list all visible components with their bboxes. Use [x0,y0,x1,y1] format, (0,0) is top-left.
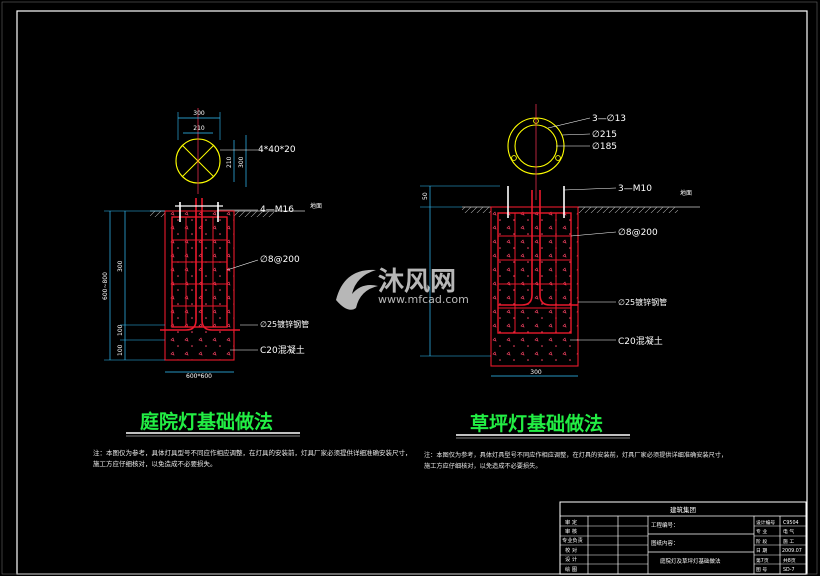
dim-base-width-right: 300 [530,369,542,376]
label-ground: 地面 [310,202,322,210]
label-rebar: ∅8@200 [260,255,300,265]
leader [547,117,591,129]
tb-left-row: 审 核 [565,527,577,535]
tb-left-row: 校 对 [565,546,577,554]
tb-right-key: 专 业 [756,528,767,535]
dim-base-width: 600*600 [186,373,212,380]
courtyard-title: 庭院灯基础做法 [140,410,273,433]
logo-icon [336,269,378,310]
lawn-lamp-detail: 3—∅13 ∅215 ∅185 50 300 3— [420,104,727,470]
label-rebar-right: ∅8@200 [618,228,658,238]
dim-lower: 100 [117,324,124,336]
label-bolt: 4—M16 [260,205,294,215]
dim-top: 50 [422,192,429,200]
courtyard-lamp-detail: 300 210 210 300 4*40*20 [93,108,412,468]
ground-hatch [234,211,274,217]
tb-right-key: 图 号 [756,567,767,573]
bolt-hole [555,155,561,161]
tb-left-row: 专业负责 [562,536,583,544]
leader [570,231,617,237]
tb-right-val: 共8页 [783,557,796,564]
tb-drawing-name: 庭院灯及草坪灯基础做法 [660,557,721,565]
watermark-url: www.mfcad.com [378,293,469,306]
tb-drawing-label: 图纸内容： [651,539,679,547]
label-ground-right: 地面 [680,189,692,197]
ground-hatch [462,207,491,213]
tb-right-key: 日 期 [756,548,767,554]
leader [561,133,591,136]
dim-inner-width: 210 [193,125,205,132]
conduit-pipe [498,190,533,306]
conduit-pipe [539,190,578,306]
conduit-pipe [201,198,240,331]
note-right-1: 注：本图仅为参考，具体灯具型号不同应作相应调整，在灯具的安装前，灯具厂家必须提供… [424,451,727,459]
tb-left-row: 绘 图 [565,565,577,573]
label-holes: 3—∅13 [592,114,626,124]
ground-hatch [150,211,165,217]
tb-project-label: 工程编号： [651,521,679,529]
label-d-outer: ∅215 [592,130,617,140]
label-d-inner: ∅185 [592,142,617,152]
watermark: 沐风网 www.mfcad.com [336,267,469,310]
dim-top-width: 300 [193,110,205,117]
conduit-pipe [160,198,197,331]
tb-right-val: SD-7 [783,567,795,573]
tb-right-val: C9504 [783,520,799,526]
note-left-2: 施工方应仔细核对，以免造成不必要损失。 [93,459,217,468]
tb-right-key: 设计编号 [756,519,775,526]
watermark-brand: 沐风网 [378,267,456,297]
dim-bottom: 100 [117,344,124,356]
dim-mid: 300 [117,260,124,272]
lawn-title: 草坪灯基础做法 [470,412,603,435]
note-left-1: 注：本图仅为参考，具体灯具型号不同应作相应调整，在灯具的安装前，灯具厂家必须提供… [93,448,412,457]
dim-side-b: 300 [238,156,245,168]
foundation-left [164,210,235,361]
label-pipe-right: ∅25镀锌钢管 [618,297,667,307]
tb-right-key: 阶 段 [756,538,767,545]
tb-right-key: 第7页 [756,557,769,564]
ground-hatch [578,207,678,213]
tb-right-val: 施 工 [783,538,794,545]
tb-left-row: 设 计 [565,555,577,563]
dim-height-total: 600~800 [102,272,109,300]
title-block: 建筑集团 工程编号： 图纸内容： 庭院灯及草坪灯基础做法 审 定 审 核 专业负… [559,501,807,575]
rebar-cage [497,212,572,334]
tb-company: 建筑集团 [670,505,696,514]
note-right-2: 施工方应仔细核对，以免造成不必要损失。 [424,462,542,470]
label-plate: 4*40*20 [258,145,296,155]
tb-left-row: 审 定 [565,518,577,526]
tb-right-val: 电 气 [783,528,794,535]
leader [563,187,617,191]
dim-side-a: 210 [226,156,233,168]
label-bolt-right: 3—M10 [618,184,652,194]
rebar-cage [171,216,228,328]
label-pipe: ∅25镀锌钢管 [260,319,309,329]
tb-right-val: 2009.07 [782,548,802,554]
label-concrete: C20混凝土 [260,344,305,356]
bolt-hole [511,155,517,161]
leader [226,259,259,271]
title-block-frame [559,501,807,575]
foundation-right [490,206,579,367]
label-concrete-right: C20混凝土 [618,335,663,347]
